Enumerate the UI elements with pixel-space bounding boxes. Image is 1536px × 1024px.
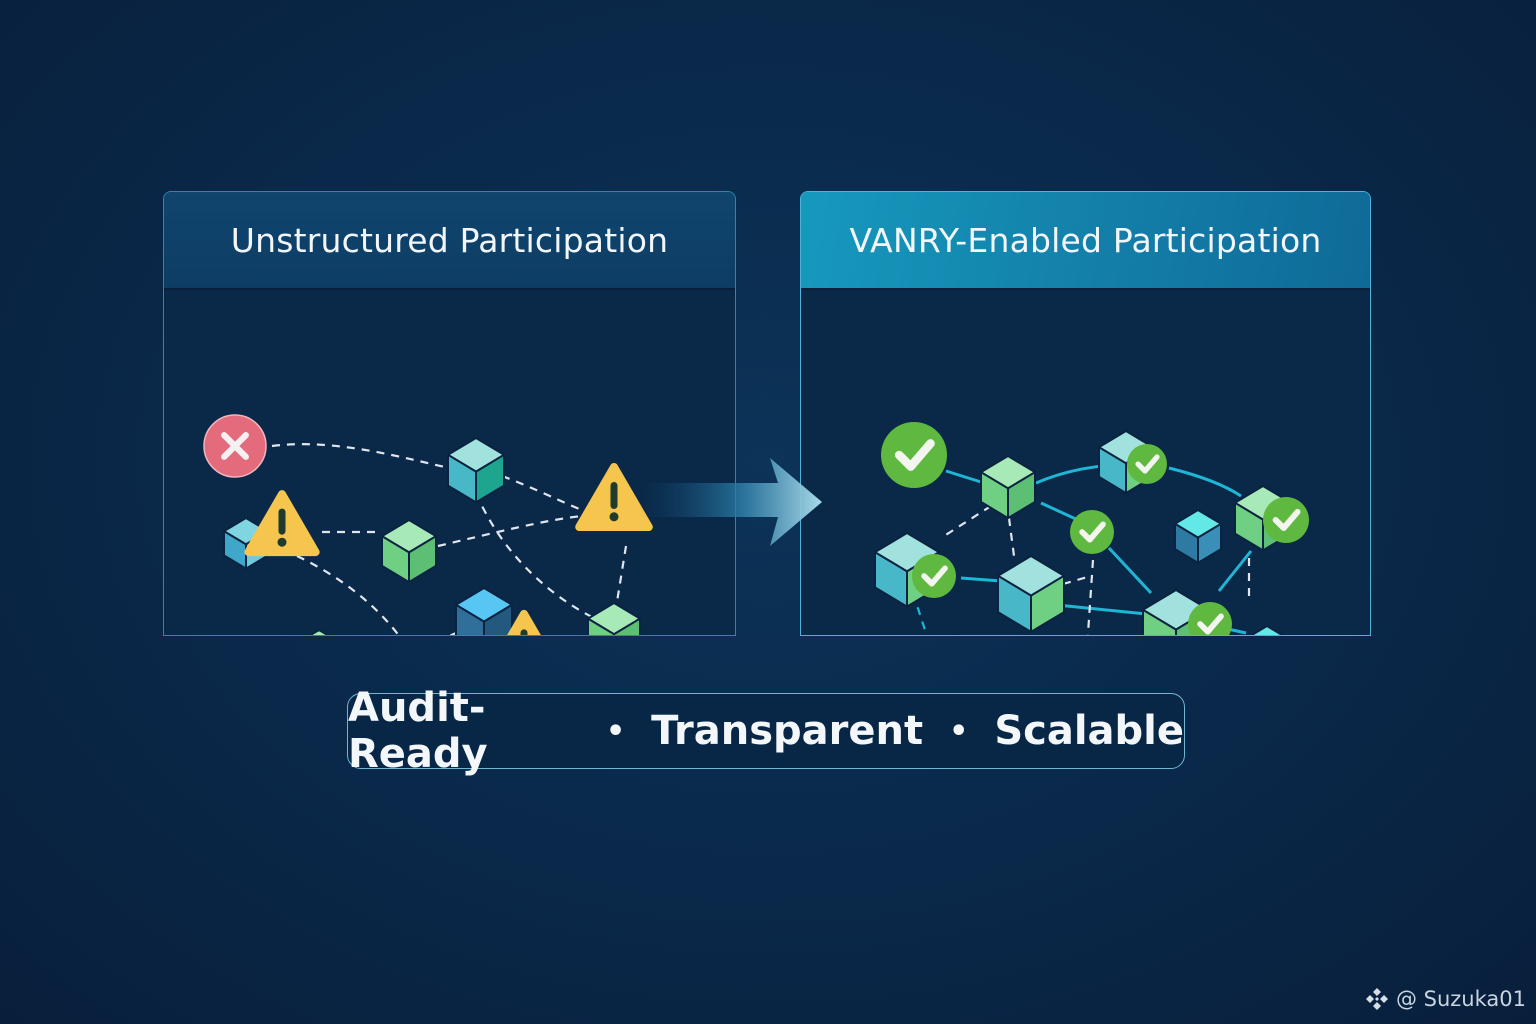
- panel-title: Unstructured Participation: [164, 192, 735, 290]
- error-icon: [203, 414, 267, 478]
- node-cube-icon: [381, 519, 437, 584]
- binance-logo-icon: [1365, 988, 1388, 1010]
- node-cube-icon: [952, 633, 960, 635]
- check-icon: [1070, 510, 1114, 554]
- node-cube-icon: [587, 602, 641, 635]
- node-cube-icon: [447, 437, 505, 504]
- feature-scalable: Scalable: [994, 708, 1184, 754]
- link: [271, 443, 450, 470]
- link: [945, 469, 982, 484]
- link: [448, 632, 457, 635]
- link: [940, 505, 992, 539]
- node-cube-icon: [980, 455, 1036, 520]
- node-cube-icon: [455, 587, 513, 635]
- check-icon: [1188, 602, 1232, 635]
- feature-transparent: Transparent: [651, 708, 924, 754]
- link: [1086, 559, 1095, 635]
- link: [437, 514, 583, 548]
- panel-title: VANRY-Enabled Participation: [801, 192, 1370, 290]
- link: [296, 555, 400, 635]
- warning-icon: [507, 609, 541, 635]
- link: [1007, 517, 1016, 557]
- link: [960, 576, 1002, 583]
- link: [1217, 550, 1253, 592]
- transition-arrow-icon: [640, 458, 822, 546]
- warning-icon: [244, 490, 320, 557]
- features-banner: Audit-Ready • Transparent • Scalable: [347, 685, 1185, 777]
- link: [1168, 466, 1242, 498]
- link: [1056, 603, 1147, 616]
- check-icon: [912, 554, 956, 598]
- link: [1107, 546, 1153, 595]
- check-icon: [881, 422, 947, 488]
- link: [614, 545, 628, 609]
- separator-dot: •: [605, 713, 626, 749]
- feature-audit-ready: Audit-Ready: [348, 685, 488, 777]
- link: [1062, 574, 1092, 586]
- vanry-panel: VANRY-Enabled Participation: [800, 191, 1371, 636]
- node-cube-icon: [997, 555, 1065, 633]
- watermark: @ Suzuka01: [1364, 986, 1526, 1012]
- link: [501, 474, 583, 512]
- warning-icon: [575, 463, 653, 531]
- vanry-network: [874, 422, 1309, 635]
- watermark-handle: @ Suzuka01: [1395, 987, 1526, 1011]
- check-icon: [1263, 497, 1309, 543]
- check-icon: [1127, 444, 1167, 484]
- node-cube-icon: [1250, 625, 1284, 635]
- node-cube-icon: [1174, 509, 1222, 564]
- unstructured-panel: Unstructured Participation: [163, 191, 736, 636]
- unstructured-network: [203, 414, 653, 635]
- link: [474, 492, 595, 619]
- separator-dot: •: [949, 713, 969, 749]
- node-cube-icon: [308, 629, 330, 635]
